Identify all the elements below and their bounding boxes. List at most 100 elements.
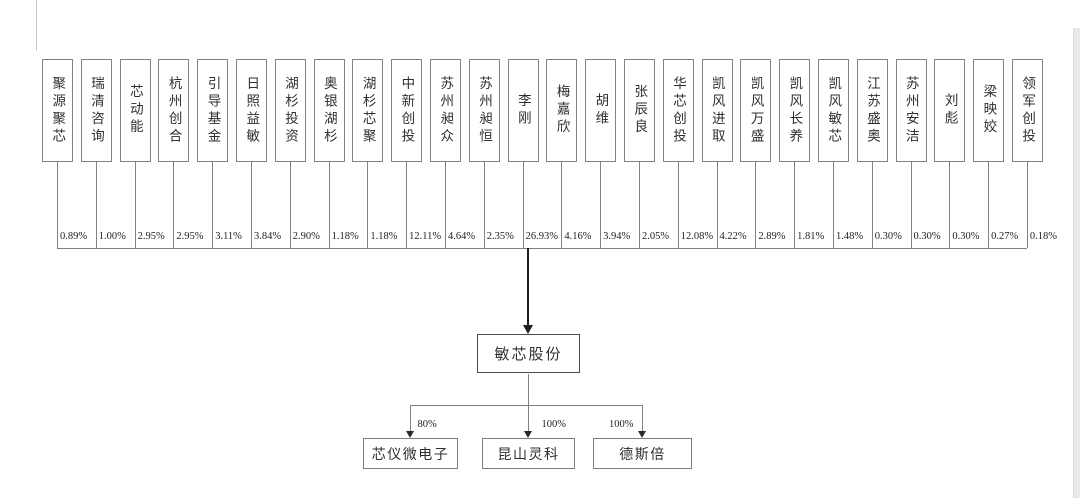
shareholder-node: 湖杉芯聚 1.18% [352, 59, 398, 248]
shareholder-box: 梅嘉欣 [546, 59, 578, 162]
shareholder-box: 杭州创合 [158, 59, 190, 162]
shareholder-name: 李刚 [515, 93, 531, 128]
ownership-percentage: 100% [541, 419, 567, 430]
shareholder-box: 梁映姣 [973, 59, 1005, 162]
connector-line [406, 162, 408, 248]
connector-line [561, 162, 563, 248]
shareholder-name: 奥银湖杉 [321, 75, 337, 146]
ownership-percentage: 3.84% [253, 231, 282, 242]
shareholder-node: 苏州昶恒 2.35% [468, 59, 514, 248]
shareholder-name: 日照益敏 [244, 75, 260, 146]
ownership-percentage: 1.18% [370, 231, 398, 242]
ownership-percentage: 0.30% [913, 231, 941, 242]
shareholder-node: 苏州安洁 0.30% [895, 59, 941, 248]
ownership-percentage: 1.18% [331, 231, 359, 242]
connector-line [250, 162, 252, 248]
shareholder-box: 凯风敏芯 [817, 59, 849, 162]
shareholder-box: 凯风万盛 [740, 59, 772, 162]
down-arrowhead-icon [406, 431, 414, 438]
shareholder-name: 凯风敏芯 [826, 75, 842, 146]
ownership-percentage: 100% [609, 419, 634, 430]
shareholder-name: 凯风进取 [709, 75, 725, 146]
shareholder-node: 凯风万盛 2.89% [740, 59, 785, 248]
shareholder-node: 聚源聚芯 0.89% [42, 59, 87, 248]
shareholder-node: 刘彪 0.30% [934, 59, 979, 248]
company-to-subs-line [528, 374, 529, 405]
ownership-percentage: 2.95% [176, 231, 204, 242]
ownership-percentage: 4.16% [564, 231, 592, 242]
connector-line [949, 162, 951, 248]
connector-line [677, 162, 679, 248]
shareholder-node: 凯风进取 4.22% [701, 59, 747, 248]
subsidiary-box: 德斯倍 [593, 438, 692, 469]
ownership-percentage: 1.48% [835, 231, 864, 242]
shareholder-box: 江苏盛奥 [856, 59, 888, 162]
ownership-percentage: 2.89% [758, 231, 786, 242]
shareholder-name: 苏州昶恒 [477, 75, 493, 146]
connector-line [1026, 162, 1028, 248]
shareholder-node: 张辰良 2.05% [623, 59, 669, 248]
connector-line [528, 405, 529, 432]
connector-line [134, 162, 136, 248]
ownership-percentage: 0.30% [874, 231, 902, 242]
ownership-percentage: 0.89% [60, 231, 88, 242]
shareholder-node: 中新创投 12.11% [391, 59, 441, 248]
subsidiary-name: 昆山灵科 [497, 447, 560, 463]
shareholder-box: 引导基金 [197, 59, 229, 162]
shareholder-box: 湖杉芯聚 [352, 59, 384, 162]
shareholder-name: 胡维 [593, 93, 609, 128]
shareholder-node: 苏州昶众 4.64% [429, 59, 475, 248]
shareholder-box: 日照益敏 [235, 59, 267, 162]
subsidiary-box: 昆山灵科 [482, 438, 575, 469]
subsidiary-name: 芯仪微电子 [371, 447, 450, 463]
shareholder-box: 苏州昶恒 [468, 59, 500, 162]
ownership-percentage: 3.11% [215, 231, 242, 242]
page-edge [1073, 28, 1080, 498]
shareholder-node: 江苏盛奥 0.30% [856, 59, 902, 248]
shareholder-name: 华芯创投 [671, 75, 686, 146]
shareholder-name: 芯动能 [127, 84, 143, 137]
connector-line [410, 405, 411, 432]
company-arrow-line [527, 248, 529, 326]
shareholder-box: 湖杉投资 [274, 59, 306, 162]
connector-line [328, 162, 330, 248]
shareholder-box: 中新创投 [391, 59, 423, 162]
shareholder-box: 瑞清咨询 [80, 59, 112, 162]
ownership-percentage: 4.22% [719, 231, 747, 242]
ownership-percentage: 0.27% [991, 231, 1019, 242]
shareholder-name: 引导基金 [205, 75, 221, 146]
shareholder-node: 梅嘉欣 4.16% [546, 59, 591, 248]
ownership-percentage: 3.94% [603, 231, 631, 242]
page-border-artifact [36, 0, 37, 51]
connector-line [367, 162, 369, 248]
shareholder-name: 湖杉投资 [283, 75, 299, 146]
shareholder-box: 凯风进取 [701, 59, 733, 162]
shareholder-name: 梁映姣 [981, 84, 997, 137]
connector-line [483, 162, 485, 248]
shareholder-box: 领军创投 [1011, 59, 1043, 162]
down-arrowhead-icon [638, 431, 646, 438]
shareholder-box: 张辰良 [623, 59, 655, 162]
connector-line [289, 162, 291, 248]
connector-line [910, 162, 912, 248]
shareholder-name: 湖杉芯聚 [360, 75, 376, 146]
shareholder-name: 梅嘉欣 [554, 84, 570, 137]
ownership-percentage: 12.11% [409, 231, 442, 242]
shareholder-box: 聚源聚芯 [42, 59, 73, 162]
shareholder-node: 梁映姣 0.27% [973, 59, 1018, 248]
ownership-percentage: 2.90% [292, 231, 320, 242]
shareholder-node: 奥银湖杉 1.18% [313, 59, 359, 248]
shareholder-box: 芯动能 [119, 59, 151, 162]
connector-line [988, 162, 990, 248]
connector-line [600, 162, 602, 248]
ownership-percentage: 0.30% [952, 231, 980, 242]
ownership-percentage: 2.05% [641, 231, 670, 242]
subsidiary-name: 德斯倍 [619, 447, 666, 463]
shareholder-box: 刘彪 [934, 59, 966, 162]
connector-line [716, 162, 718, 248]
ownership-percentage: 1.00% [98, 231, 126, 242]
shareholder-name: 聚源聚芯 [50, 75, 66, 146]
shareholder-node: 湖杉投资 2.90% [274, 59, 320, 248]
subsidiary-box: 芯仪微电子 [363, 438, 458, 469]
down-arrowhead-icon [523, 325, 533, 334]
